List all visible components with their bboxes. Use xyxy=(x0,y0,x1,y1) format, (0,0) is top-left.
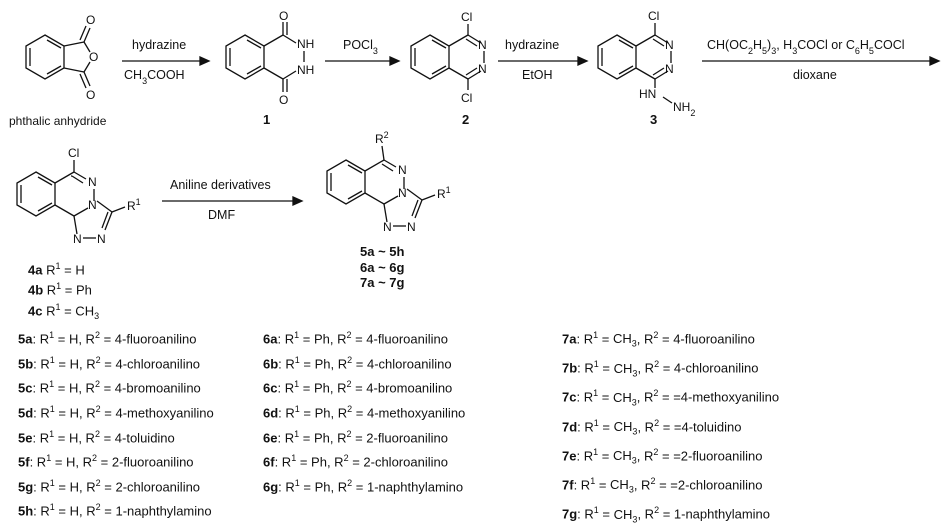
series-label-5: 5a ~ 5h xyxy=(360,244,405,259)
atom-cl: Cl xyxy=(461,10,472,24)
compound-row-6c: 6c: R1 = Ph, R2 = 4-bromoanilino xyxy=(263,379,453,396)
compound-row-5b: 5b: R1 = H, R2 = 4-chloroanilino xyxy=(18,354,201,371)
compound-row-7d: 7d: R1 = CH3, R2 = =4-toluidino xyxy=(562,417,742,437)
reagent-step5-above: Aniline derivatives xyxy=(170,178,271,192)
atom-cl: Cl xyxy=(648,9,659,23)
compound-4-legend: 4a R1 = H 4b R1 = Ph 4c R1 = CH3 xyxy=(28,258,99,324)
atom-n: N xyxy=(88,198,97,212)
compound-3-structure: Cl N N HN NH2 xyxy=(597,9,695,118)
legend-4b: 4b R1 = Ph xyxy=(28,281,92,298)
reaction-scheme: O O O phthalic anhydride hydrazine CH3CO… xyxy=(9,9,941,246)
compound-row-7f: 7f: R1 = CH3, R2 = =2-chloroanilino xyxy=(562,476,763,496)
atom-n: N xyxy=(88,175,97,189)
compound-row-7b: 7b: R1 = CH3, R2 = 4-chloroanilino xyxy=(562,359,759,379)
atom-n: N xyxy=(97,232,106,246)
compound-row-5a: 5a: R1 = H, R2 = 4-fluoroanilino xyxy=(18,330,197,347)
atom-n: N xyxy=(73,232,82,246)
atom-n: N xyxy=(407,220,416,234)
compound-1-structure: O O NH NH xyxy=(225,9,314,107)
atom-n: N xyxy=(478,38,487,52)
atom-nh2: NH2 xyxy=(673,100,695,118)
atom-nh: NH xyxy=(297,37,314,51)
atom-n: N xyxy=(478,62,487,76)
arrow-head xyxy=(577,55,589,67)
phthalic-anhydride-structure: O O O xyxy=(25,13,98,102)
compound-row-6a: 6a: R1 = Ph, R2 = 4-fluoroanilino xyxy=(263,330,448,347)
atom-o: O xyxy=(86,88,95,102)
label-phthalic-anhydride: phthalic anhydride xyxy=(9,114,107,128)
series-5-column: 5a: R1 = H, R2 = 4-fluoroanilino 5b: R1 =… xyxy=(18,325,214,522)
compound-list: 5a: R1 = H, R2 = 4-fluoroanilino 5b: R1 =… xyxy=(18,330,779,524)
reagent-step3-above: hydrazine xyxy=(505,38,559,52)
arrow-head xyxy=(292,195,304,207)
atom-o: O xyxy=(279,9,288,23)
compound-row-6e: 6e: R1 = Ph, R2 = 2-fluoroanilino xyxy=(263,428,448,445)
atom-cl: Cl xyxy=(461,91,472,105)
compound-2-structure: Cl Cl N N xyxy=(410,10,487,105)
compound-row-5c: 5c: R1 = H, R2 = 4-bromoanilino xyxy=(18,379,201,396)
atom-o: O xyxy=(86,13,95,27)
compound-row-6g: 6g: R1 = Ph, R2 = 1-naphthylamino xyxy=(263,477,464,495)
reagent-step5-below: DMF xyxy=(208,208,235,222)
compound-row-7a: 7a: R1 = CH3, R2 = 4-fluoroanilino xyxy=(562,330,755,349)
series-6-column: 6a: R1 = Ph, R2 = 4-fluoroanilino 6b: R1 … xyxy=(263,325,465,497)
compound-row-5h: 5h: R1 = H, R2 = 1-naphthylamino xyxy=(18,502,212,519)
compound-row-6f: 6f: R1 = Ph, R2 = 2-chloroanilino xyxy=(263,453,448,470)
reagent-step1-below: CH3COOH xyxy=(124,68,185,86)
atom-n: N xyxy=(383,220,392,234)
atom-nh: NH xyxy=(297,63,314,77)
atom-n: N xyxy=(398,186,407,200)
label-compound-3: 3 xyxy=(650,112,657,127)
arrow-head xyxy=(199,55,211,67)
compound-row-7e: 7e: R1 = CH3, R2 = =2-fluoroanilino xyxy=(562,446,763,466)
atom-hn: HN xyxy=(639,87,656,101)
atom-n: N xyxy=(398,163,407,177)
label-compound-1: 1 xyxy=(263,112,270,127)
reagent-step4-below: dioxane xyxy=(793,68,837,82)
compound-row-5d: 5d: R1 = H, R2 = 4-methoxyanilino xyxy=(18,403,214,421)
compound-row-5g: 5g: R1 = H, R2 = 2-chloroanilino xyxy=(18,477,201,495)
product-series-labels: 5a ~ 5h 6a ~ 6g 7a ~ 7g xyxy=(360,244,404,291)
compound-row-5e: 5e: R1 = H, R2 = 4-toluidino xyxy=(18,428,175,445)
atom-cl: Cl xyxy=(68,146,79,160)
compound-row-6b: 6b: R1 = Ph, R2 = 4-chloroanilino xyxy=(263,354,452,371)
reagent-step3-below: EtOH xyxy=(522,68,553,82)
compound-row-7c: 7c: R1 = CH3, R2 = =4-methoxyanilino xyxy=(562,388,780,408)
reagent-step1-above: hydrazine xyxy=(132,38,186,52)
reagent-step2-above: POCl3 xyxy=(343,38,378,56)
label-compound-2: 2 xyxy=(462,112,469,127)
arrow-head xyxy=(929,55,941,67)
series-label-7: 7a ~ 7g xyxy=(360,275,405,290)
compound-row-7g: 7g: R1 = CH3, R2 = 1-naphthylamino xyxy=(562,505,771,525)
atom-o: O xyxy=(279,93,288,107)
arrow-head xyxy=(389,55,401,67)
legend-4c: 4c R1 = CH3 xyxy=(28,301,100,321)
series-7-column: 7a: R1 = CH3, R2 = 4-fluoroanilino 7b: R1… xyxy=(562,325,779,530)
compound-4-structure: Cl N N N N R1 xyxy=(16,146,141,246)
legend-4a: 4a R1 = H xyxy=(28,261,85,278)
atom-n: N xyxy=(665,38,674,52)
series-label-6: 6a ~ 6g xyxy=(360,259,405,275)
atom-o: O xyxy=(89,50,98,64)
compound-row-5f: 5f: R1 = H, R2 = 2-fluoroanilino xyxy=(18,453,194,470)
compound-row-6d: 6d: R1 = Ph, R2 = 4-methoxyanilino xyxy=(263,403,466,421)
atom-n: N xyxy=(665,62,674,76)
